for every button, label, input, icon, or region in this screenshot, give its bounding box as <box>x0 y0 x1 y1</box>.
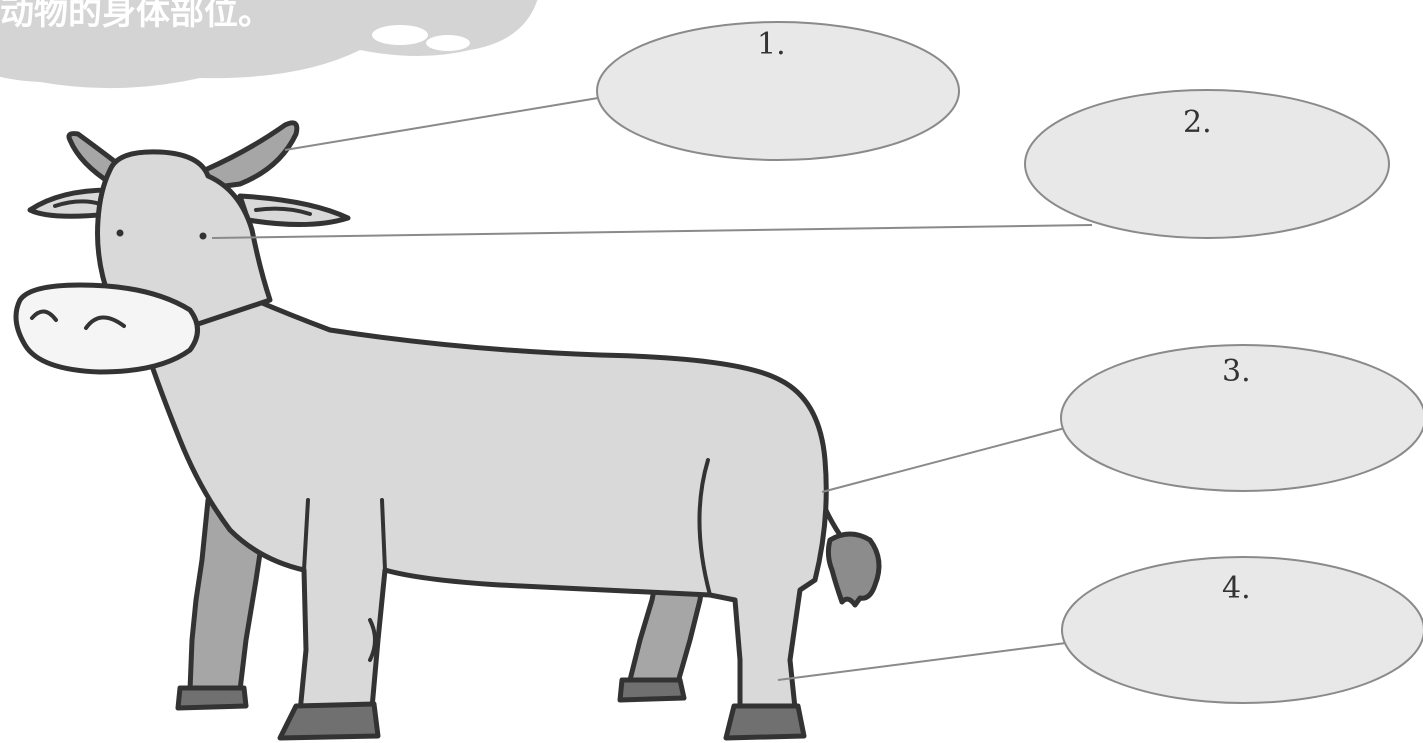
label-number: 4. <box>1222 571 1251 606</box>
label-4[interactable]: 4. <box>1061 556 1423 704</box>
cow-horn <box>66 131 121 187</box>
label-ellipse[interactable] <box>1061 556 1423 704</box>
cow-hoof <box>723 703 807 741</box>
cow-muzzle <box>13 282 200 375</box>
cow-hoof <box>175 685 249 711</box>
label-number: 2. <box>1183 105 1212 140</box>
cow-horn <box>202 120 300 191</box>
leader-line-3 <box>821 427 1066 493</box>
cow-hoof <box>617 677 687 703</box>
label-ellipse[interactable] <box>596 21 960 161</box>
cow-illustration <box>13 120 882 741</box>
cow-head <box>95 149 273 333</box>
label-number: 3. <box>1222 354 1251 389</box>
label-3[interactable]: 3. <box>1060 344 1423 492</box>
cow-eye <box>116 229 124 237</box>
instruction-bubble: 动物的身体部位。 <box>0 0 538 89</box>
label-2[interactable]: 2. <box>1024 89 1390 239</box>
cow-body <box>147 267 829 715</box>
label-ellipse[interactable] <box>1024 89 1390 239</box>
cow-tail-tuft <box>825 531 882 608</box>
cow-hoof <box>277 701 381 741</box>
leader-line-4 <box>777 642 1067 681</box>
instruction-text: 动物的身体部位。 <box>0 0 272 33</box>
label-1[interactable]: 1. <box>596 21 960 161</box>
leader-line-2 <box>211 224 1093 239</box>
label-ellipse[interactable] <box>1060 344 1423 492</box>
leader-line-1 <box>284 97 599 151</box>
cow-eye <box>199 232 207 240</box>
label-number: 1. <box>757 27 786 62</box>
